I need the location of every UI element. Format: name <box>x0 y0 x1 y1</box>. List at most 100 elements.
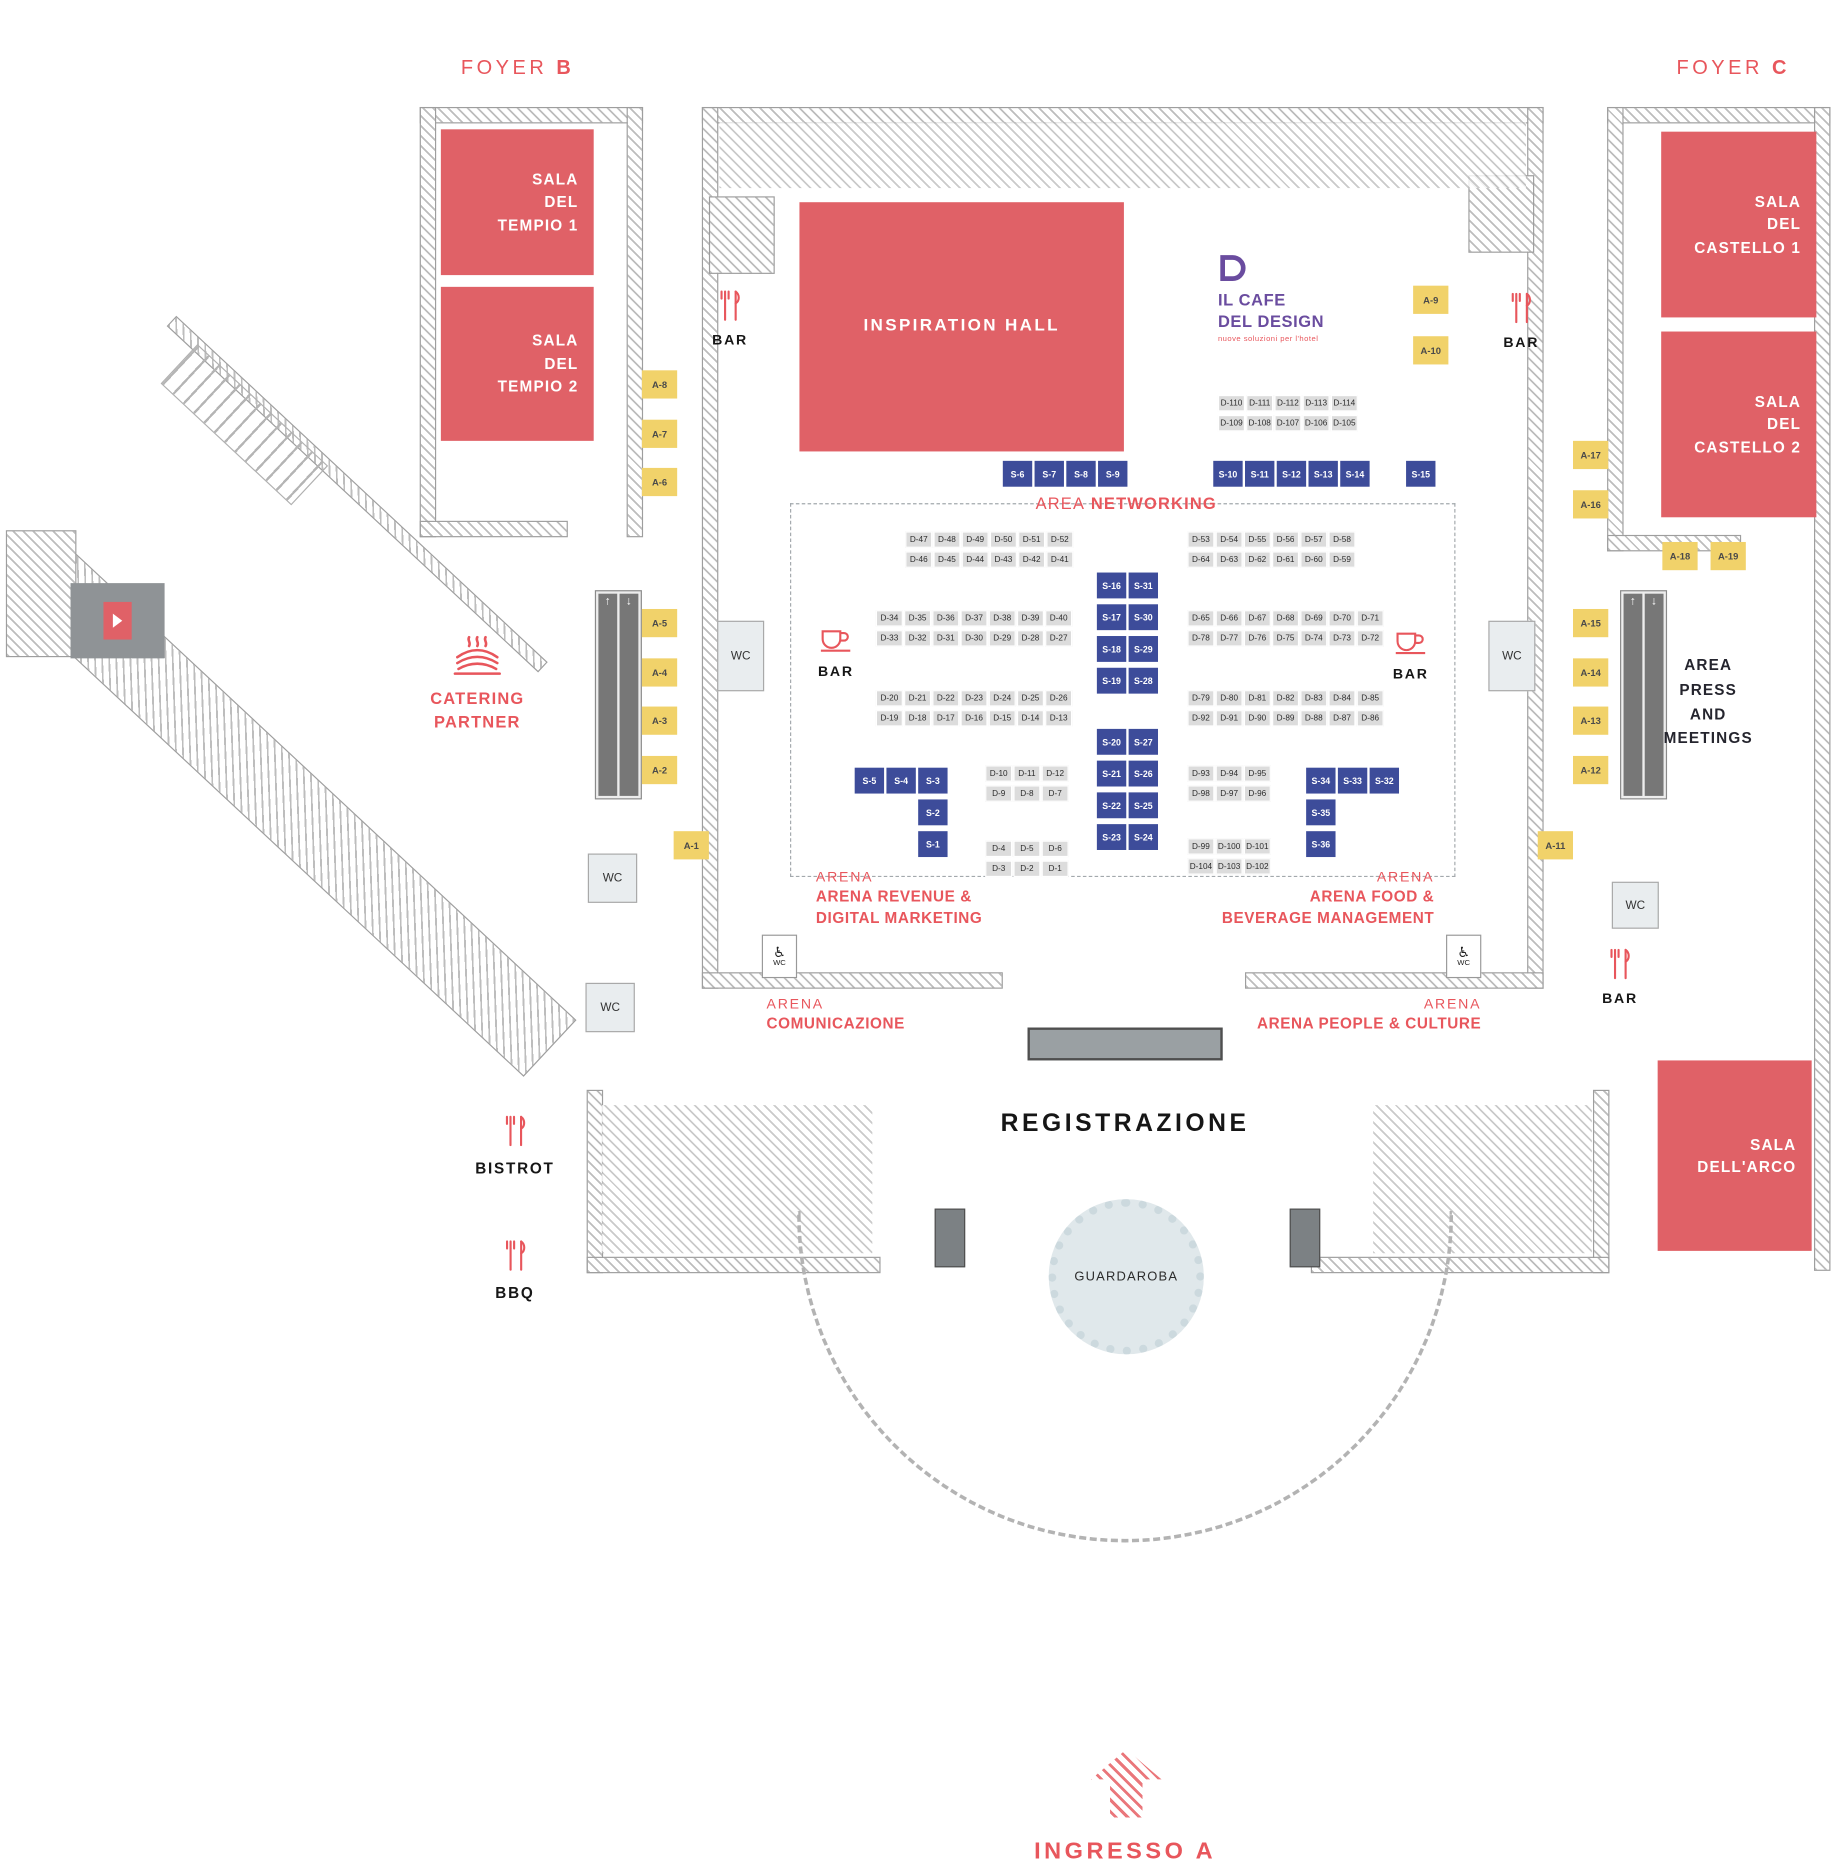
stand-S-36: S-36 <box>1306 831 1336 858</box>
catering-partner: CATERING PARTNER <box>393 635 562 734</box>
stand-A-4: A-4 <box>641 658 678 687</box>
stand-S-13: S-13 <box>1308 460 1338 487</box>
room-label: SALA <box>532 331 579 350</box>
networking-zone-outline <box>790 503 1456 878</box>
cafe-title-line2: DEL DESIGN <box>1217 310 1325 330</box>
stand-S-7: S-7 <box>1034 460 1064 487</box>
stand-D-20: D-20 <box>875 690 903 707</box>
elevator-cab-icon <box>103 601 132 640</box>
stand-D-40: D-40 <box>1045 610 1073 627</box>
stand-D-3: D-3 <box>985 860 1013 878</box>
stand-A-5: A-5 <box>641 608 678 638</box>
stand-D-87: D-87 <box>1328 710 1356 727</box>
room-label: DELL'ARCO <box>1697 1158 1797 1176</box>
stand-D-79: D-79 <box>1187 690 1215 707</box>
stand-A-17: A-17 <box>1573 440 1609 470</box>
stand-D-103: D-103 <box>1215 858 1243 875</box>
ingresso-a-label: INGRESSO A <box>1034 1838 1217 1865</box>
stand-D-15: D-15 <box>988 710 1016 727</box>
room-inspiration-hall: INSPIRATION HALL <box>799 202 1124 452</box>
stand-D-53: D-53 <box>1187 531 1215 548</box>
stand-S-1: S-1 <box>918 831 948 858</box>
fork-knife-icon <box>1608 948 1632 987</box>
escalator-right-icon: ↑ ↓ <box>1620 590 1668 800</box>
stand-A-10: A-10 <box>1413 336 1449 365</box>
stand-S-2: S-2 <box>918 799 948 826</box>
stand-D-13: D-13 <box>1045 710 1073 727</box>
arena-revenue-label: ARENA ARENA REVENUE & DIGITAL MARKETING <box>816 868 983 928</box>
stand-D-54: D-54 <box>1215 531 1243 548</box>
stand-D-57: D-57 <box>1300 531 1328 548</box>
stand-A-13: A-13 <box>1573 706 1609 735</box>
down-arrow-icon: ↓ <box>626 594 632 608</box>
stand-S-23: S-23 <box>1096 824 1127 850</box>
wall <box>1468 175 1535 253</box>
elevator-icon <box>70 583 165 659</box>
stand-S-29: S-29 <box>1128 636 1159 662</box>
stand-A-11: A-11 <box>1537 831 1574 860</box>
stand-D-31: D-31 <box>932 630 960 647</box>
stand-D-51: D-51 <box>1018 531 1046 548</box>
stand-D-74: D-74 <box>1300 630 1328 647</box>
stand-D-80: D-80 <box>1215 690 1243 707</box>
stand-D-104: D-104 <box>1187 858 1215 875</box>
stand-D-18: D-18 <box>904 710 932 727</box>
cafe-subtitle: nuove soluzioni per l'hotel <box>1217 335 1319 344</box>
stand-S-6: S-6 <box>1002 460 1033 487</box>
wall <box>1607 106 1624 552</box>
arena-people-label: ARENA ARENA PEOPLE & CULTURE <box>1232 995 1481 1035</box>
wheelchair-icon: ♿ <box>773 943 786 961</box>
wall <box>626 106 644 538</box>
bar-label: BAR <box>712 331 749 348</box>
coffee-cup-icon <box>1394 630 1427 662</box>
stand-D-114: D-114 <box>1330 395 1358 412</box>
stand-A-1: A-1 <box>673 831 709 860</box>
stand-S-11: S-11 <box>1245 460 1275 487</box>
bar-point-5: BAR <box>1602 948 1638 1006</box>
stand-A-8: A-8 <box>641 370 678 399</box>
coffee-cup-icon <box>819 628 852 660</box>
stand-D-33: D-33 <box>875 630 903 647</box>
catering-label-line2: PARTNER <box>434 711 521 731</box>
stand-S-9: S-9 <box>1098 460 1128 487</box>
stand-D-63: D-63 <box>1215 551 1243 568</box>
fork-knife-icon <box>1510 292 1534 331</box>
wc-label: WC <box>600 1001 620 1014</box>
stand-D-28: D-28 <box>1016 630 1044 647</box>
wc-5: WC <box>1611 881 1659 929</box>
fork-knife-icon <box>503 1115 527 1154</box>
stand-S-26: S-26 <box>1128 760 1159 787</box>
wall <box>5 530 77 658</box>
stand-S-30: S-30 <box>1128 604 1159 631</box>
room-label: SALA <box>1754 392 1802 411</box>
bar-label: BAR <box>817 663 854 680</box>
stand-A-3: A-3 <box>641 706 678 735</box>
stairs <box>161 342 328 508</box>
stand-D-12: D-12 <box>1041 765 1069 782</box>
wc-3: WC <box>587 853 638 903</box>
wc-label: WC <box>1457 958 1471 968</box>
arena-food-label: ARENA ARENA FOOD & BEVERAGE MANAGEMENT <box>1176 868 1435 928</box>
stand-A-16: A-16 <box>1573 490 1609 519</box>
stand-D-72: D-72 <box>1356 630 1384 647</box>
wall <box>1592 1089 1610 1274</box>
arena-line: BEVERAGE MANAGEMENT <box>1221 908 1435 927</box>
stand-A-9: A-9 <box>1413 285 1449 314</box>
stand-D-9: D-9 <box>985 785 1013 802</box>
room-label: DEL <box>1766 415 1802 433</box>
stand-D-95: D-95 <box>1243 765 1271 782</box>
room-label: CASTELLO 2 <box>1694 438 1802 456</box>
stand-D-81: D-81 <box>1243 690 1271 707</box>
stand-A-6: A-6 <box>641 467 678 497</box>
bar-point-4: BAR <box>1393 630 1429 682</box>
room-label: INSPIRATION HALL <box>863 316 1060 336</box>
stand-S-31: S-31 <box>1128 572 1159 599</box>
stand-S-15: S-15 <box>1406 460 1436 487</box>
stand-D-59: D-59 <box>1328 551 1356 568</box>
stand-D-39: D-39 <box>1016 610 1044 627</box>
stand-D-38: D-38 <box>988 610 1016 627</box>
elevator-arrow-icon <box>112 613 123 628</box>
stand-D-93: D-93 <box>1187 765 1215 782</box>
arena-line: ARENA FOOD & <box>1309 887 1435 906</box>
